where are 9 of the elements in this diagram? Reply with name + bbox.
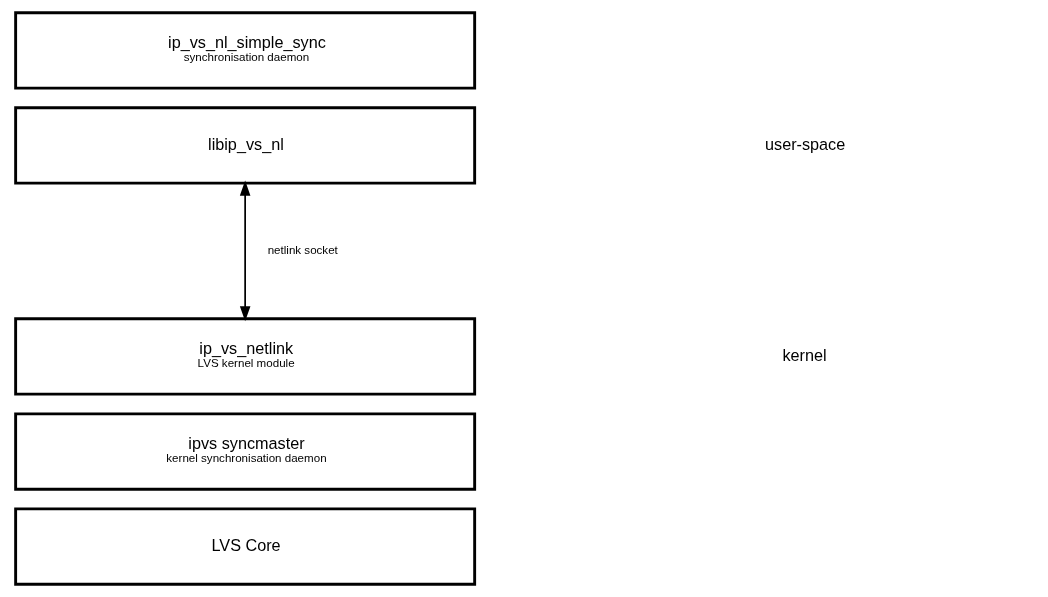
node-box: ip_vs_nl_simple_sync synchronisation daemon	[13, 11, 476, 90]
label: kernel	[781, 345, 827, 364]
node-box: LVS Core	[13, 507, 476, 586]
label: user-space	[764, 134, 845, 153]
node-box: ip_vs_netlink LVS kernel module	[13, 317, 476, 396]
node-box: ipvs syncmaster kernel synchronisation daemon	[13, 412, 476, 491]
node-box: libip_vs_nl	[13, 106, 476, 185]
edge-label: netlink socket	[267, 243, 338, 256]
arrow	[239, 180, 250, 322]
